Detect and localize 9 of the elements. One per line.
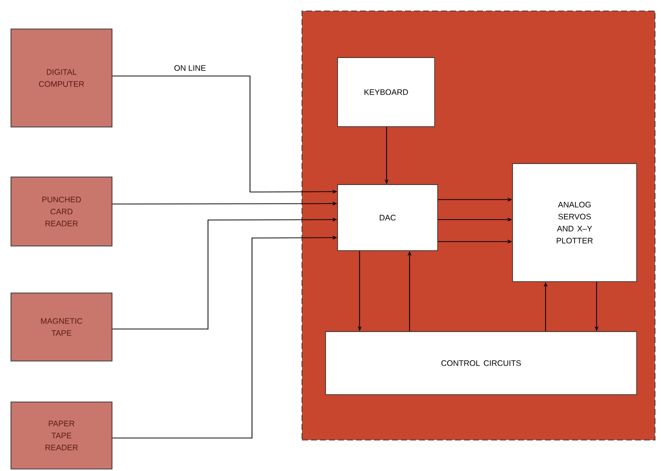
- source-box: MAGNETIC TAPE: [10, 292, 112, 362]
- source-box: PUNCHED CARD READER: [10, 176, 112, 246]
- edge-label: ON LINE: [173, 64, 207, 72]
- converter-box: DAC: [337, 184, 438, 251]
- source-box: DIGITAL COMPUTER: [10, 28, 112, 128]
- keyboard-box: KEYBOARD: [337, 57, 435, 127]
- control-box: CONTROL CIRCUITS: [325, 331, 637, 395]
- plotter-box: ANALOG SERVOS AND X–Y PLOTTER: [512, 163, 637, 282]
- source-box: PAPER TAPE READER: [10, 402, 112, 470]
